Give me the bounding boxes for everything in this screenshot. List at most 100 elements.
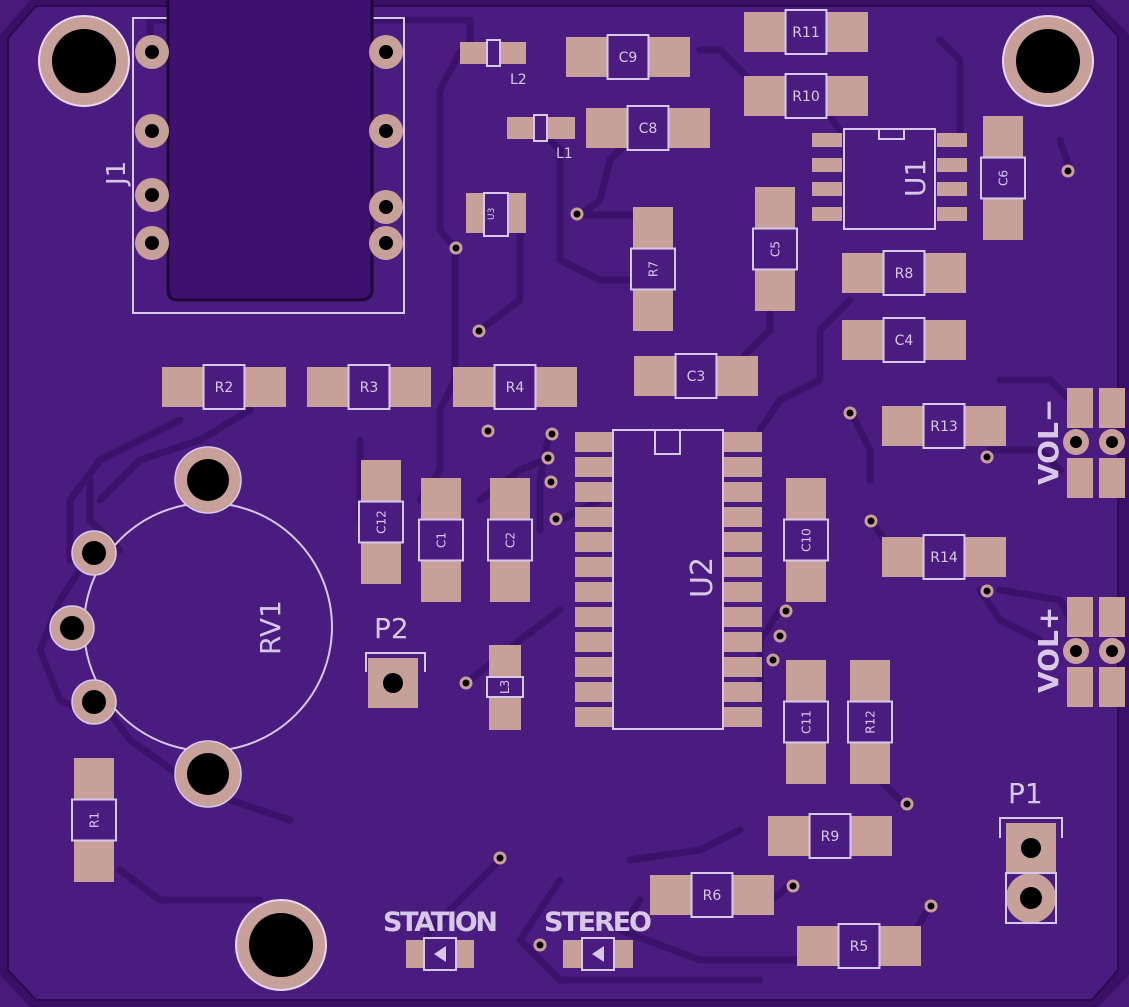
r8-label: R8: [895, 266, 914, 282]
c10-label: C10: [799, 528, 813, 552]
via: [924, 899, 938, 913]
vol-plus-button: VOL+: [1032, 597, 1125, 707]
via: [541, 451, 555, 465]
part-c1: C1: [418, 478, 464, 602]
l1-label: L1: [556, 146, 573, 162]
r7-label: R7: [646, 261, 660, 277]
c3-label: C3: [687, 369, 706, 385]
rv1-label: RV1: [254, 600, 287, 655]
testpoint-p1: P1: [999, 777, 1063, 924]
c9-label: C9: [619, 50, 638, 66]
connector-j1: J1: [102, 0, 405, 314]
via: [980, 450, 994, 464]
part-c12: C12: [358, 460, 404, 584]
r14-label: R14: [930, 550, 958, 566]
p1-label: P1: [1008, 777, 1043, 810]
via: [459, 676, 473, 690]
ic-u2: U2: [575, 429, 762, 730]
c2-label: C2: [503, 532, 517, 548]
r3-label: R3: [360, 380, 379, 396]
r10-label: R10: [792, 89, 820, 105]
vol-plus-label: VOL+: [1032, 607, 1065, 693]
part-r1: R1: [71, 758, 117, 882]
part-r8: R8: [842, 250, 966, 296]
part-c8: C8: [586, 105, 710, 151]
vol-minus-button: VOL−: [1032, 388, 1125, 498]
r5-label: R5: [850, 939, 869, 955]
vol-minus-label: VOL−: [1032, 399, 1065, 485]
testpoint-p2: P2: [365, 612, 426, 708]
stereo-label: STEREO: [544, 907, 652, 938]
via: [472, 324, 486, 338]
part-r7: R7: [630, 207, 676, 331]
p2-label: P2: [374, 612, 409, 645]
part-r10: R10: [744, 73, 868, 119]
inductors: L2 L1 L3: [460, 39, 575, 730]
r9-label: R9: [821, 829, 840, 845]
ic-u1: U1: [812, 128, 967, 230]
via: [449, 241, 463, 255]
via: [864, 514, 878, 528]
via: [900, 797, 914, 811]
via: [843, 406, 857, 420]
c1-label: C1: [434, 532, 448, 548]
part-c5: C5: [752, 187, 798, 311]
via: [766, 653, 780, 667]
via: [1061, 164, 1075, 178]
via: [773, 629, 787, 643]
part-c10: C10: [783, 478, 829, 602]
part-r2: R2: [162, 364, 286, 410]
r2-label: R2: [215, 380, 234, 396]
u3-label: U3: [487, 208, 497, 220]
part-r12: R12: [847, 660, 893, 784]
r11-label: R11: [792, 25, 820, 41]
via: [549, 512, 563, 526]
vias: [449, 164, 1075, 952]
station-label: STATION: [383, 907, 498, 938]
part-r11: R11: [744, 9, 868, 55]
led-stereo: STEREO: [544, 907, 652, 971]
part-c3: C3: [634, 353, 758, 399]
via: [779, 604, 793, 618]
part-r9: R9: [768, 813, 892, 859]
j1-label: J1: [102, 161, 132, 187]
via: [533, 938, 547, 952]
c5-label: C5: [768, 241, 782, 257]
part-c2: C2: [487, 478, 533, 602]
part-c11: C11: [783, 660, 829, 784]
part-c4: C4: [842, 317, 966, 363]
r4-label: R4: [506, 380, 525, 396]
c12-label: C12: [374, 510, 388, 534]
via: [545, 427, 559, 441]
mounting-holes: [38, 15, 1094, 991]
part-r3: R3: [307, 364, 431, 410]
c4-label: C4: [895, 333, 914, 349]
l2-label: L2: [510, 72, 527, 88]
via: [980, 584, 994, 598]
via: [493, 851, 507, 865]
via: [786, 879, 800, 893]
part-c9: C9: [566, 34, 690, 80]
part-r13: R13: [882, 403, 1006, 449]
ic-u3: U3: [466, 192, 526, 237]
via: [570, 207, 584, 221]
l3-label: L3: [498, 680, 512, 694]
c11-label: C11: [799, 710, 813, 734]
part-r4: R4: [453, 364, 577, 410]
r1-label: R1: [87, 812, 101, 828]
c8-label: C8: [639, 121, 658, 137]
part-r5: R5: [797, 923, 921, 969]
via: [481, 424, 495, 438]
led-station: STATION: [383, 907, 498, 971]
part-c6: C6: [980, 116, 1026, 240]
u1-label: U1: [899, 159, 932, 197]
r12-label: R12: [863, 710, 877, 734]
via: [544, 475, 558, 489]
u2-label: U2: [685, 557, 720, 598]
potentiometer-rv1: RV1: [49, 446, 333, 808]
part-r6: R6: [650, 872, 774, 918]
part-r14: R14: [882, 534, 1006, 580]
r6-label: R6: [703, 888, 722, 904]
